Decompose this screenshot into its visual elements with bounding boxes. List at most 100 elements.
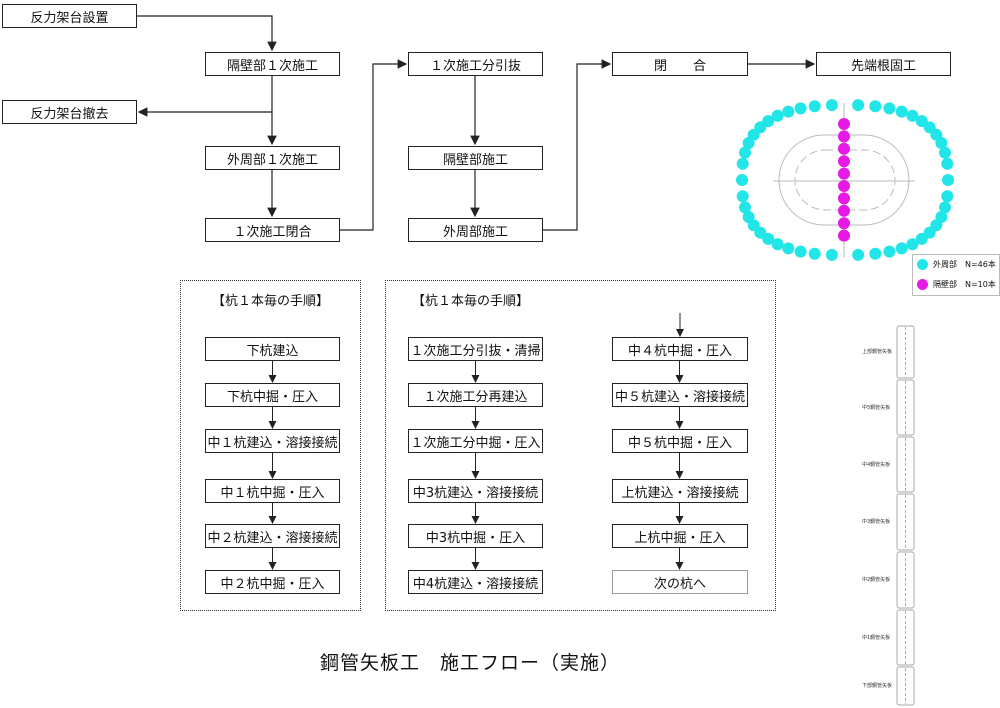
outer-pile-circle (906, 109, 919, 122)
partition-pile-circle (838, 204, 850, 217)
procedure-step-box: 中3杭中掘・圧入 (408, 524, 543, 548)
outer-pile-circle (869, 100, 882, 113)
outer-pile-circle (852, 99, 865, 112)
outer-pile-circle (825, 99, 838, 112)
partition-pile-circle (838, 167, 850, 180)
outer-pile-circle (935, 137, 948, 149)
pile-segment (896, 666, 915, 706)
outer-pile-circle (883, 102, 896, 115)
pile-segment (896, 493, 915, 551)
outer-pile-circle (939, 201, 951, 214)
pile-segment-label: 中3鋼管矢板 (862, 519, 891, 525)
pile-segment (896, 379, 915, 436)
right-panel-header: 【杭１本毎の手順】 (412, 294, 530, 309)
outer-pile-circle (825, 248, 838, 261)
outer-box: 外周部施工 (408, 218, 543, 242)
page-title: 鋼管矢板工 施工フロー（実施） (320, 652, 621, 674)
outer-pile-circle (941, 190, 954, 203)
outer-pile-circle (782, 242, 795, 255)
procedure-step-box: １次施工分中掘・圧入 (408, 429, 543, 453)
outer-pile-circle (739, 201, 751, 214)
outer-pile-circle (742, 211, 755, 223)
procedure-step-box: 上杭建込・溶接接続 (612, 479, 748, 503)
partition-pile-circle (838, 130, 850, 143)
procedure-step-box: 中4杭建込・溶接接続 (408, 570, 543, 594)
outer-pile-circle (762, 115, 775, 128)
pile-segment-label: 中4鋼管矢板 (862, 461, 891, 468)
left-panel-header: 【杭１本毎の手順】 (212, 294, 330, 309)
legend-outer-label: 外周部 N=46本 (933, 260, 996, 269)
outer-pile-circle (906, 238, 919, 251)
outer-pile-circle (808, 100, 821, 113)
pile-segment-label: 中1鋼管矢板 (862, 634, 891, 641)
outer-pile-circle (895, 242, 908, 255)
outer-pile-circle (941, 157, 954, 170)
legend-partition-label: 隔壁部 N=10本 (933, 280, 996, 289)
procedure-step-box: 次の杭へ (612, 570, 748, 594)
legend-outer: 外周部 N=46本 (917, 259, 996, 270)
left-procedure-panel (180, 280, 361, 611)
procedure-step-box: 中3杭建込・溶接接続 (408, 479, 543, 503)
reaction-frame-remove-box: 反力架台撤去 (2, 100, 137, 124)
pile-segment (896, 551, 915, 609)
pile-segment-label: 中5鋼管矢板 (862, 404, 891, 411)
procedure-step-box: 中５杭建込・溶接接続 (612, 383, 748, 407)
outer-pile-circle (939, 146, 951, 159)
reaction-frame-setup-box: 反力架台設置 (2, 4, 137, 28)
right-procedure-panel (385, 280, 776, 611)
pile-plan-view (736, 99, 954, 261)
outer-pile-circle (852, 248, 865, 261)
pile-segment (896, 609, 915, 666)
procedure-step-box: 中２杭中掘・圧入 (205, 570, 340, 594)
outer-pile-circle (942, 174, 954, 186)
procedure-step-box: 中１杭建込・溶接接続 (205, 429, 340, 453)
legend-partition: 隔壁部 N=10本 (917, 279, 996, 290)
outer-pile-circle (883, 245, 896, 258)
procedure-step-box: 下杭建込 (205, 337, 340, 361)
partition-pile-circle (838, 155, 850, 168)
close-box: 閉 合 (612, 52, 748, 76)
outer-first-box: 外周部１次施工 (205, 146, 340, 170)
pile-elevation (896, 325, 915, 706)
pile-segment-label: 下部鋼管矢板 (862, 683, 893, 689)
partition-pile-circle (838, 229, 850, 242)
partition-pile-circle (838, 118, 850, 130)
partition-pile-circle (838, 180, 850, 192)
outer-pile-circle (915, 232, 928, 245)
procedure-step-box: １次施工分再建込 (408, 383, 543, 407)
outer-pile-circle (808, 247, 821, 260)
pile-segment-label: 中2鋼管矢板 (862, 577, 891, 583)
partition-box: 隔壁部施工 (408, 146, 543, 170)
outer-pile-circle (736, 157, 749, 170)
procedure-step-box: 中５杭中掘・圧入 (612, 429, 748, 453)
outer-pile-circle (869, 247, 882, 260)
outer-pile-circle (771, 238, 784, 251)
procedure-step-box: 上杭中掘・圧入 (612, 524, 748, 548)
procedure-step-box: 中２杭建込・溶接接続 (205, 524, 340, 548)
cyan-circle-icon (917, 259, 928, 270)
procedure-step-box: 下杭中掘・圧入 (205, 383, 340, 407)
pile-segment-label: 上部鋼管矢板 (862, 349, 893, 355)
partition-pile-circle (838, 217, 850, 230)
pile-segment (896, 436, 915, 493)
outer-pile-circle (794, 102, 807, 115)
procedure-step-box: １次施工分引抜・清掃 (408, 337, 543, 361)
partition-pile-circle (838, 192, 850, 205)
outer-pile-circle (736, 174, 748, 186)
outer-pile-circle (736, 190, 749, 203)
outer-pile-circle (794, 245, 807, 258)
magenta-circle-icon (917, 279, 928, 290)
partition-pile-circle (838, 142, 850, 155)
outer-pile-circle (782, 105, 795, 118)
partition-first-box: 隔壁部１次施工 (205, 52, 340, 76)
first-pull-box: １次施工分引抜 (408, 52, 543, 76)
first-close-box: １次施工閉合 (205, 218, 340, 242)
pile-segment (896, 325, 915, 379)
procedure-step-box: 中４杭中掘・圧入 (612, 337, 748, 361)
tip-fix-box: 先端根固工 (816, 52, 951, 76)
outer-pile-circle (771, 109, 784, 122)
outer-pile-circle (895, 105, 908, 118)
procedure-step-box: 中１杭中掘・圧入 (205, 479, 340, 503)
